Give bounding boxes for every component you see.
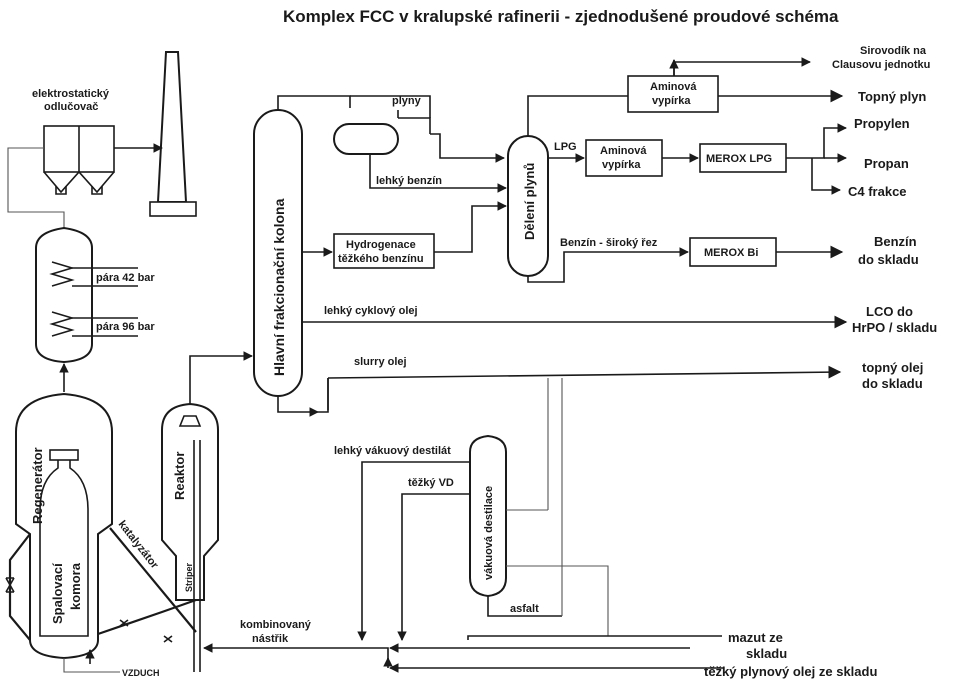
mazut-label-1: mazut ze bbox=[728, 630, 783, 645]
gas-separation-label: Dělení plynů bbox=[522, 163, 537, 240]
lco-label: lehký cyklový olej bbox=[324, 305, 418, 317]
hydrogenation-label-1: Hydrogenace bbox=[346, 239, 416, 251]
combustion-label-2: komora bbox=[68, 562, 83, 610]
amine-top-label-2: vypírka bbox=[652, 95, 691, 107]
h2s-label-2: Clausovu jednotku bbox=[832, 59, 930, 71]
lvd-label: lehký vákuový destilát bbox=[334, 445, 451, 457]
gasoline-out-1: Benzín bbox=[874, 234, 917, 249]
tvd-label: těžký VD bbox=[408, 477, 454, 489]
main-column-label: Hlavní frakcionační kolona bbox=[271, 198, 287, 376]
feed-label-1: kombinovaný bbox=[240, 619, 312, 631]
hydrogenation-box bbox=[333, 233, 435, 269]
diagram-title: Komplex FCC v kralupské rafinerii - zjed… bbox=[283, 7, 839, 26]
air-label: VZDUCH bbox=[122, 668, 160, 678]
heavy-gasoil-label: těžký plynový olej ze skladu bbox=[704, 664, 877, 679]
hydrogenation-label-2: těžkého benzínu bbox=[338, 253, 424, 265]
regenerator-label: Regenerátor bbox=[30, 447, 45, 524]
reactor-label: Reaktor bbox=[172, 452, 187, 500]
lco-out-2: HrPO / skladu bbox=[852, 320, 937, 335]
gases-label: plyny bbox=[392, 95, 422, 107]
lco-out-1: LCO do bbox=[866, 304, 913, 319]
c4-label: C4 frakce bbox=[848, 184, 907, 199]
slurry-out-2: do skladu bbox=[862, 376, 923, 391]
feed-label-2: nástřik bbox=[252, 633, 289, 645]
overhead-drum bbox=[333, 123, 399, 155]
h2s-label-1: Sirovodík na bbox=[860, 45, 927, 57]
amine-lpg-label-2: vypírka bbox=[602, 159, 641, 171]
amine-lpg-label-1: Aminová bbox=[600, 145, 647, 157]
precipitator-label-1: elektrostatický bbox=[32, 88, 110, 100]
regenerator bbox=[15, 392, 113, 660]
propane-label: Propan bbox=[864, 156, 909, 171]
striper-label: Striper bbox=[184, 562, 194, 592]
mazut-label-2: skladu bbox=[746, 646, 787, 661]
amine-top-label-1: Aminová bbox=[650, 81, 697, 93]
chimney bbox=[114, 51, 197, 217]
vacuum-column bbox=[469, 434, 507, 598]
steam-42-label: pára 42 bar bbox=[96, 272, 155, 284]
slurry-out-1: topný olej bbox=[862, 360, 923, 375]
merox-bi-label: MEROX Bi bbox=[704, 247, 758, 259]
combustion-label-1: Spalovací bbox=[50, 563, 65, 624]
precipitator-label-2: odlučovač bbox=[44, 101, 98, 113]
electrostatic-precipitator bbox=[43, 125, 115, 195]
slurry-label: slurry olej bbox=[354, 356, 407, 368]
waste-heat-boiler bbox=[35, 226, 138, 364]
reactor bbox=[161, 402, 219, 672]
merox-bi-box bbox=[689, 237, 777, 267]
gasoline-out-2: do skladu bbox=[858, 252, 919, 267]
light-gasoline-label: lehký benzín bbox=[376, 175, 442, 187]
merox-lpg-label: MEROX LPG bbox=[706, 153, 772, 165]
propylene-label: Propylen bbox=[854, 116, 910, 131]
asphalt-label: asfalt bbox=[510, 603, 539, 615]
fuel-gas-label: Topný plyn bbox=[858, 89, 926, 104]
steam-96-label: pára 96 bar bbox=[96, 321, 155, 333]
vacuum-label: vákuová destilace bbox=[483, 486, 495, 580]
amine-top-box bbox=[627, 75, 719, 113]
wide-gasoline-label: Benzín - široký řez bbox=[560, 237, 658, 249]
lpg-label: LPG bbox=[554, 141, 577, 153]
